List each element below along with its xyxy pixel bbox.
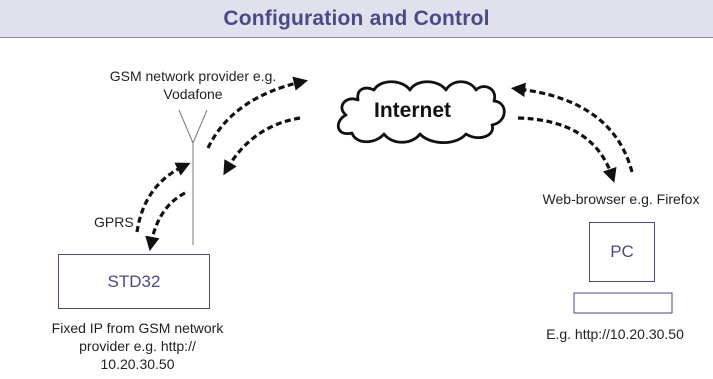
gsm-provider-line-1: GSM network provider e.g. — [109, 68, 277, 84]
web-browser-label: Web-browser e.g. Firefox — [542, 191, 700, 207]
antenna-icon — [178, 109, 208, 245]
uplink-arrow-to-internet — [206, 76, 309, 149]
arrow-pc-to-internet — [510, 82, 634, 173]
gprs-arrow-down — [145, 191, 186, 252]
std32-note-line-3: 10.20.30.50 — [100, 356, 175, 372]
std32-note-line-2: provider e.g. http:// — [79, 338, 196, 354]
pc-monitor: PC — [589, 222, 655, 282]
std32-note-line-1: Fixed IP from GSM network — [51, 320, 224, 336]
keyboard-icon — [573, 292, 673, 314]
gprs-arrow-up — [135, 162, 191, 233]
header-bar: Configuration and Control — [0, 0, 713, 38]
gsm-provider-label: GSM network provider e.g. Vodafone — [88, 67, 298, 103]
internet-cloud — [337, 80, 506, 145]
std32-label: STD32 — [107, 271, 161, 291]
pc-address-label: E.g. http://10.20.30.50 — [546, 326, 684, 342]
pc-label: PC — [610, 242, 634, 261]
std32-device: STD32 — [58, 254, 210, 309]
downlink-arrow-to-antenna — [223, 116, 301, 176]
gprs-label: GPRS — [94, 214, 134, 230]
gsm-provider-line-2: Vodafone — [163, 86, 223, 102]
internet-label: Internet — [374, 99, 452, 122]
arrow-internet-to-pc — [517, 116, 617, 183]
std32-ip-note: Fixed IP from GSM network provider e.g. … — [30, 319, 245, 373]
page-title: Configuration and Control — [223, 6, 490, 30]
